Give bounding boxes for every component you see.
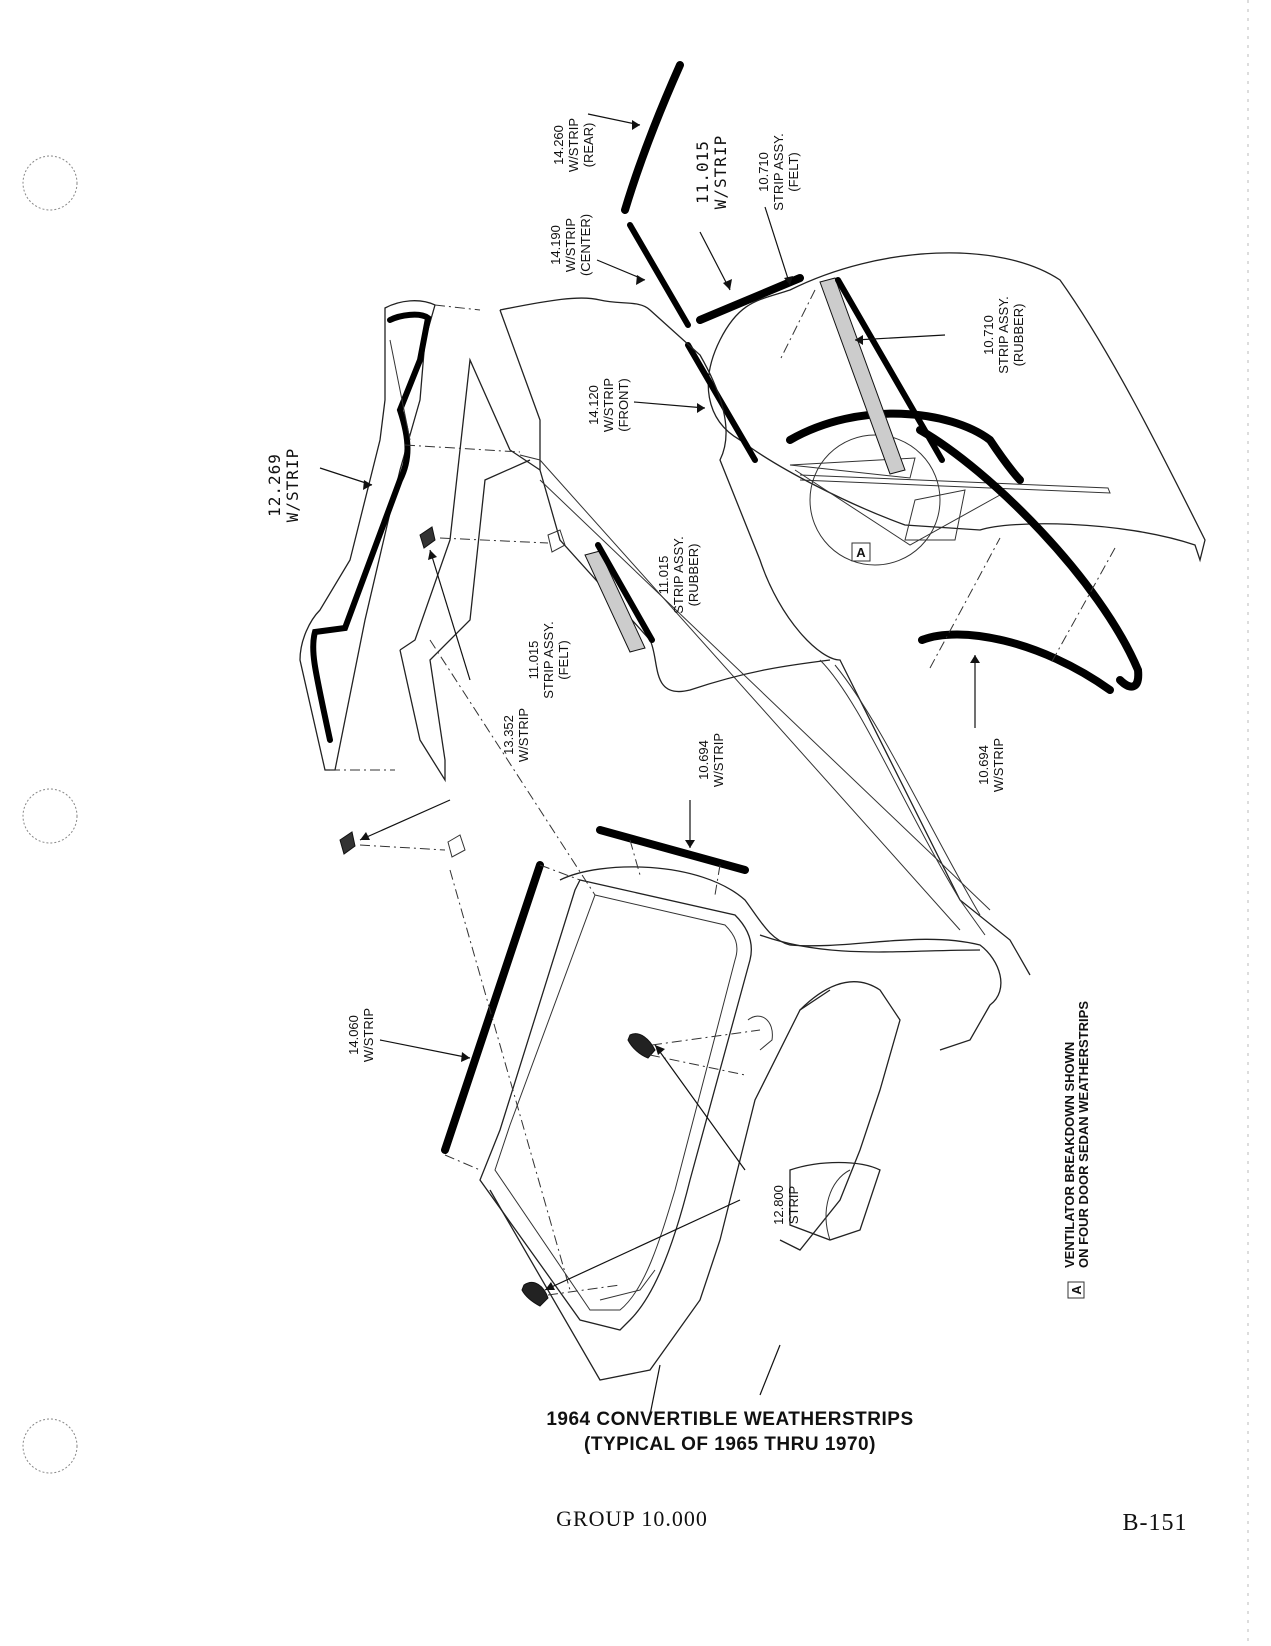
ventilator-detail-circle xyxy=(809,434,941,566)
callout-12800: 12.800 STRIP xyxy=(771,1185,801,1225)
binder-hole-bottom xyxy=(22,1418,78,1474)
quarter-rubber-strip xyxy=(595,542,655,643)
strip-12800-upper xyxy=(627,1033,656,1059)
callout-12800-line2: STRIP xyxy=(786,1186,801,1224)
callout-14190-line3: (CENTER) xyxy=(578,214,593,276)
note-marker-letter: A xyxy=(1069,1285,1084,1295)
rail-weatherstrip-11015 xyxy=(696,274,804,324)
page-number: B-151 xyxy=(1123,1510,1188,1536)
clip-upper xyxy=(419,526,566,553)
callout-14120-line2: W/STRIP xyxy=(601,378,616,432)
door-outer-weatherstrip xyxy=(916,426,1143,691)
rear-rail-weatherstrip xyxy=(621,61,684,214)
callout-10710-felt-line1: 10.710 xyxy=(756,152,771,192)
callout-10710-rubber-line1: 10.710 xyxy=(981,315,996,355)
callout-11015-felt: 11.015 STRIP ASSY. (FELT) xyxy=(526,621,571,699)
binder-hole-top xyxy=(22,155,78,211)
callout-14120: 14.120 W/STRIP (FRONT) xyxy=(586,378,631,432)
ventilator-note: A VENTILATOR BREAKDOWN SHOWN ON FOUR DOO… xyxy=(1062,1001,1091,1299)
center-rail-weatherstrip xyxy=(627,222,691,328)
callout-10710-rubber-line2: STRIP ASSY. xyxy=(996,296,1011,374)
convertible-top-rear-panel xyxy=(299,300,436,771)
group-number: GROUP 10.000 xyxy=(556,1506,708,1531)
callout-13352-line2: W/STRIP xyxy=(516,708,531,762)
callout-10710-felt-line3: (FELT) xyxy=(786,152,801,191)
callout-11015-top-line2: W/STRIP xyxy=(711,135,730,209)
diagram-title: 1964 CONVERTIBLE WEATHERSTRIPS xyxy=(546,1409,913,1430)
callout-14260-line2: W/STRIP xyxy=(566,118,581,172)
door-lower-weatherstrip xyxy=(918,630,1114,694)
quarter-felt-strip xyxy=(584,550,646,653)
callout-11015-rubber-line3: (RUBBER) xyxy=(686,544,701,607)
callout-14260: 14.260 W/STRIP (REAR) xyxy=(551,118,596,172)
callout-14120-line3: (FRONT) xyxy=(616,378,631,431)
callout-10694-door-line1: 10.694 xyxy=(976,745,991,785)
callout-10694-mid-line1: 10.694 xyxy=(696,740,711,780)
callout-12269: 12.269 W/STRIP xyxy=(265,448,302,522)
callout-11015-top-line1: 11.015 xyxy=(693,140,712,204)
callout-12800-line1: 12.800 xyxy=(771,1185,786,1225)
callout-14190-line2: W/STRIP xyxy=(563,218,578,272)
callout-14190: 14.190 W/STRIP (CENTER) xyxy=(548,214,593,276)
callout-13352-line1: 13.352 xyxy=(501,715,516,755)
body-quarter-panel xyxy=(399,297,1031,1051)
callout-14120-line1: 14.120 xyxy=(586,385,601,425)
callout-14260-line1: 14.260 xyxy=(551,125,566,165)
strip-12800-lower xyxy=(521,1281,549,1307)
callout-labels: 14.260 W/STRIP (REAR) 11.015 W/STRIP 10.… xyxy=(265,118,1026,1225)
callout-10694-mid: 10.694 W/STRIP xyxy=(696,733,726,787)
callout-10710-felt-line2: STRIP ASSY. xyxy=(771,133,786,211)
callout-11015-felt-line3: (FELT) xyxy=(556,640,571,679)
pillar-weatherstrip-10694 xyxy=(596,826,749,874)
callout-13352: 13.352 W/STRIP xyxy=(501,708,531,762)
leader-lines xyxy=(319,113,980,1416)
callout-14190-line1: 14.190 xyxy=(548,225,563,265)
callout-12269-line1: 12.269 xyxy=(265,453,284,517)
callout-14060-line2: W/STRIP xyxy=(361,1008,376,1062)
callout-11015-rubber: 11.015 STRIP ASSY. (RUBBER) xyxy=(656,536,701,614)
callout-11015-rubber-line1: 11.015 xyxy=(656,556,671,595)
callout-10694-mid-line2: W/STRIP xyxy=(711,733,726,787)
front-door-frame xyxy=(479,879,901,1381)
callout-10710-felt: 10.710 STRIP ASSY. (FELT) xyxy=(756,133,801,211)
windshield-side-weatherstrip xyxy=(441,861,544,1154)
callout-14260-line3: (REAR) xyxy=(581,123,596,168)
diagram-subtitle: (TYPICAL OF 1965 THRU 1970) xyxy=(584,1434,876,1455)
callout-10710-rubber-line3: (RUBBER) xyxy=(1011,304,1026,367)
binder-hole-middle xyxy=(22,788,78,844)
door-outline: A xyxy=(707,252,1206,566)
note-marker-box xyxy=(1067,1281,1085,1299)
callout-12269-line2: W/STRIP xyxy=(283,448,302,522)
door-felt-strip xyxy=(819,277,906,475)
note-line1: VENTILATOR BREAKDOWN SHOWN xyxy=(1062,1042,1077,1268)
callout-10694-door-line2: W/STRIP xyxy=(991,738,1006,792)
door-rubber-strip xyxy=(835,277,945,463)
clip-lower xyxy=(339,831,466,858)
detail-marker-letter: A xyxy=(856,545,866,560)
note-line2: ON FOUR DOOR SEDAN WEATHERSTRIPS xyxy=(1076,1001,1091,1268)
callout-10710-rubber: 10.710 STRIP ASSY. (RUBBER) xyxy=(981,296,1026,374)
callout-11015-top: 11.015 W/STRIP xyxy=(693,135,730,209)
door-upper-weatherstrip xyxy=(786,409,1024,484)
callout-10694-door: 10.694 W/STRIP xyxy=(976,738,1006,792)
detail-marker-box xyxy=(851,542,871,562)
callout-14060-line1: 14.060 xyxy=(346,1015,361,1055)
top-rear-weatherstrip xyxy=(310,311,432,743)
callout-11015-rubber-line2: STRIP ASSY. xyxy=(671,536,686,614)
callout-11015-felt-line1: 11.015 xyxy=(526,641,541,680)
callout-11015-felt-line2: STRIP ASSY. xyxy=(541,621,556,699)
callout-14060: 14.060 W/STRIP xyxy=(346,1008,376,1062)
